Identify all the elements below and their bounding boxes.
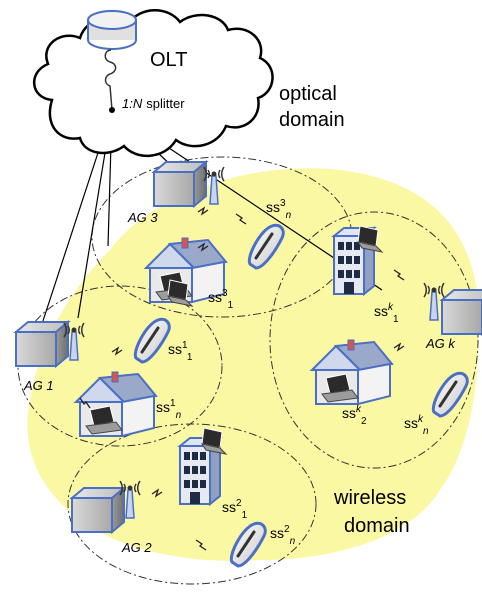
- ss-label-3n: ss3n: [266, 198, 292, 221]
- wireless-domain-line1: wireless: [333, 487, 406, 509]
- splitter-ratio: 1:N: [122, 96, 143, 111]
- ag1-label: AG 1: [23, 378, 54, 393]
- ag3-label: AG 3: [127, 210, 158, 225]
- coverage-circle-agk: [269, 211, 479, 469]
- fiber-coil: [104, 49, 117, 111]
- coverage-circle-ag1: [17, 285, 223, 447]
- olt-label: OLT: [150, 49, 187, 71]
- agk-box: [441, 289, 482, 335]
- ag2-label: AG 2: [121, 540, 152, 555]
- splitter-node: [109, 107, 115, 113]
- ag2-box: [71, 487, 125, 533]
- ss-label-11: ss11: [168, 340, 193, 363]
- coverage-circle-ag2: [67, 423, 317, 585]
- ss-label-k1: ssk1: [374, 302, 399, 325]
- wireless-links: [79, 206, 405, 551]
- optical-domain-line1: optical: [279, 83, 337, 105]
- ss-label-k2: ssk2: [342, 404, 367, 427]
- olt-device: [87, 10, 137, 50]
- wireless-domain-line2: domain: [344, 515, 410, 537]
- ss-label-2n: ss2n: [270, 524, 296, 547]
- ss-label-kn: sskn: [404, 414, 429, 437]
- ss-label-1n: ss1n: [156, 398, 182, 421]
- splitter-word: splitter: [146, 96, 185, 111]
- optical-cloud: [32, 9, 274, 158]
- ss-label-21: ss21: [222, 498, 248, 521]
- ag3-box: [153, 161, 207, 207]
- ag1-box: [15, 321, 69, 367]
- optical-domain-line2: domain: [279, 109, 345, 131]
- ss-label-31: ss31: [208, 288, 234, 311]
- agk-label: AG k: [425, 336, 456, 351]
